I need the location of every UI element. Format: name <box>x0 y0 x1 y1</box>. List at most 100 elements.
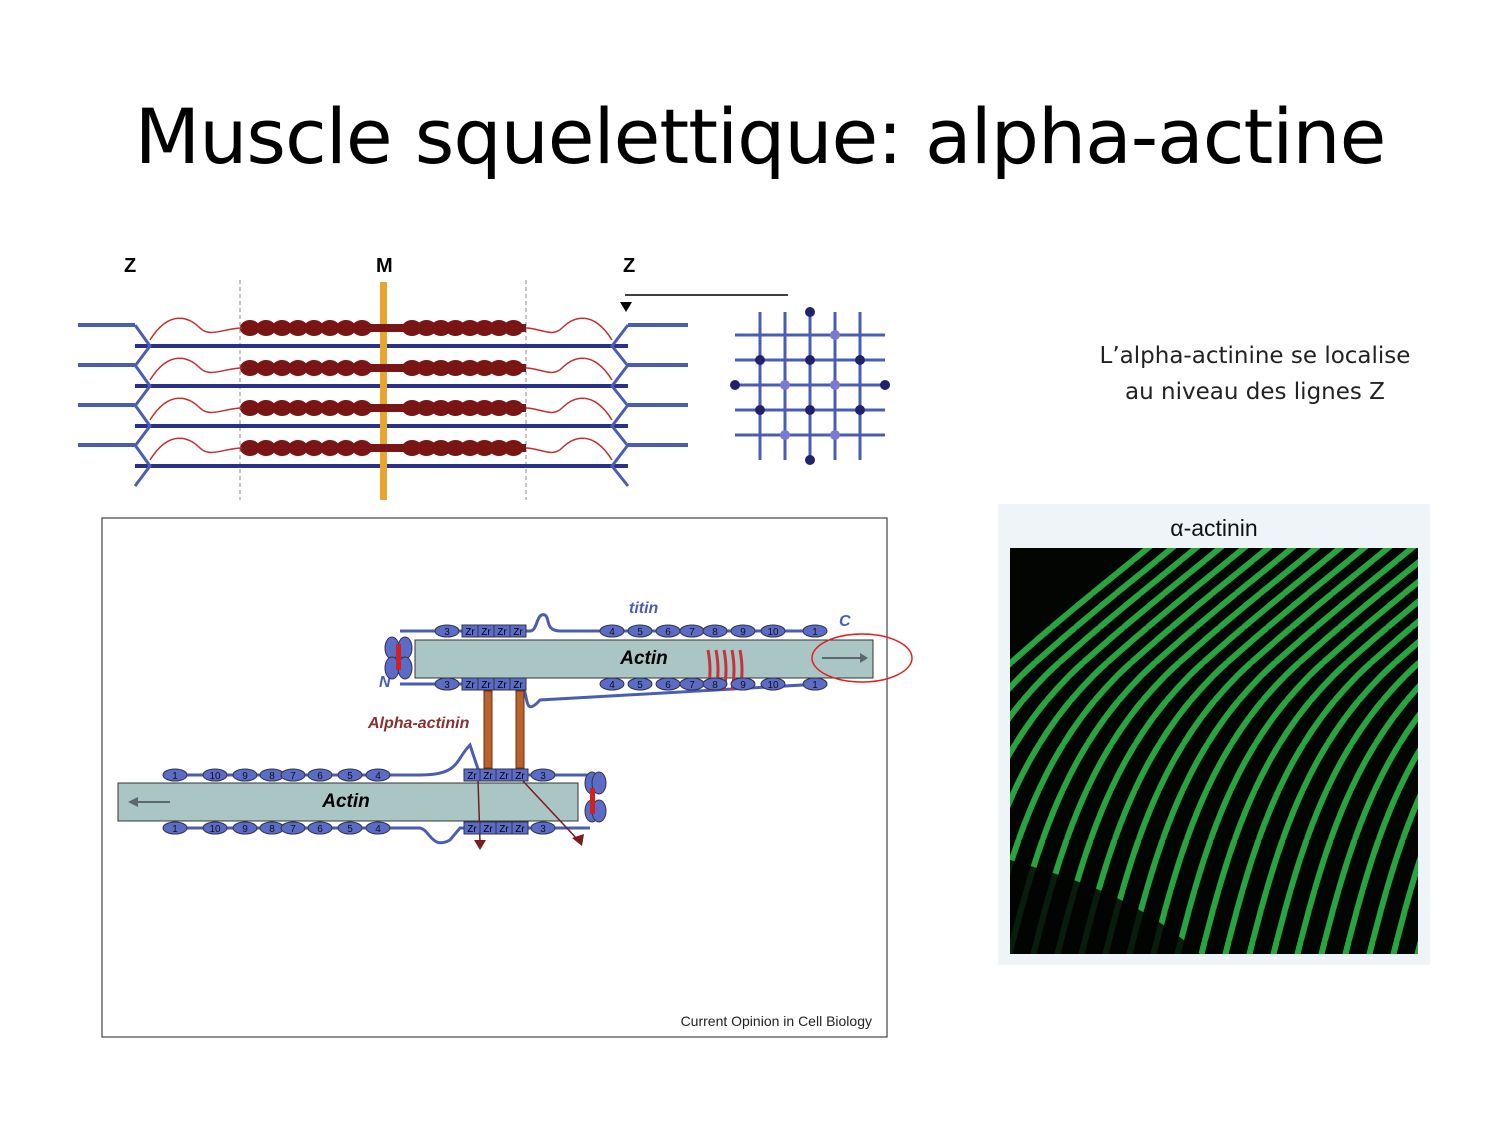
thick-filament <box>242 364 526 372</box>
alpha-actinin-rod <box>483 690 493 769</box>
z-disc-link <box>610 404 630 447</box>
titin-domain <box>627 624 653 638</box>
titin-domain <box>162 821 188 835</box>
zr-domain <box>509 624 527 638</box>
z-line-stripe <box>1102 548 1393 954</box>
n-terminal-domain <box>591 771 607 795</box>
figure-frame <box>101 517 888 1038</box>
thick-filament <box>242 444 526 452</box>
lattice-node <box>755 355 765 365</box>
titin-domain <box>434 624 460 638</box>
titin-domain-label: 7 <box>689 680 695 691</box>
actin-label-lower: Actin <box>321 791 370 812</box>
titin-strand <box>170 742 590 777</box>
z-repeat-link <box>590 788 595 814</box>
zr-label: Zr <box>515 771 525 782</box>
arrow-head <box>128 797 138 807</box>
titin-domain-label: 10 <box>209 824 221 835</box>
z-line-stripe <box>1010 548 1153 668</box>
titin-domain-label: 6 <box>317 771 323 782</box>
m-line-label: M <box>376 255 393 277</box>
arrow-down-right-icon <box>572 834 584 846</box>
titin-domain-label: 4 <box>375 824 381 835</box>
zr-label: Zr <box>467 771 477 782</box>
titin-domain-label: 6 <box>665 680 671 691</box>
micrograph-label: α-actinin <box>1170 515 1257 541</box>
z-disc-link <box>133 364 152 407</box>
z-disc-link <box>133 444 152 487</box>
titin-domain <box>702 677 728 691</box>
titin-spring <box>525 437 613 461</box>
titin-spring <box>525 317 613 341</box>
titin-domain-label: 4 <box>609 627 615 638</box>
slide-caption: L’alpha-actinine se localise au niveau d… <box>1060 338 1450 410</box>
titin-domain-label: 9 <box>242 771 248 782</box>
actin-label-upper: Actin <box>619 648 668 669</box>
titin-domain-label: 1 <box>812 680 818 691</box>
zr-domain <box>509 677 527 691</box>
z-line-stripes <box>1010 480 1500 960</box>
titin-domain <box>337 768 363 782</box>
titin-domain-label: 7 <box>689 627 695 638</box>
titin-spring <box>149 317 243 341</box>
z-line-stripe <box>1174 578 1418 954</box>
zr-label: Zr <box>515 824 525 835</box>
z-line-stripe <box>1078 548 1369 954</box>
titin-domain-label: 5 <box>637 680 643 691</box>
titin-domain <box>280 821 306 835</box>
titin-domain <box>760 677 786 691</box>
zr-label: Zr <box>481 680 491 691</box>
zr-label: Zr <box>499 771 509 782</box>
sarcomere-diagram: Z M Z <box>78 255 788 500</box>
dark-region <box>1010 860 1200 954</box>
z-line-stripe <box>1342 747 1418 954</box>
titin-domain <box>365 821 391 835</box>
zr-label: Zr <box>465 680 475 691</box>
z-line-stripe <box>1440 480 1500 960</box>
titin-domain-label: 5 <box>637 627 643 638</box>
lattice-node <box>855 355 865 365</box>
arrow-line <box>521 779 579 841</box>
titin-domain <box>202 768 228 782</box>
figure-credit: Current Opinion in Cell Biology <box>681 1013 872 1029</box>
lattice-node <box>780 380 790 390</box>
titin-domain-label: 4 <box>375 771 381 782</box>
titin-domain-label: 6 <box>317 824 323 835</box>
zr-label: Zr <box>483 771 493 782</box>
titin-domain-label: 1 <box>172 771 178 782</box>
titin-label: titin <box>629 600 659 617</box>
z-line-stripe <box>1294 683 1418 954</box>
titin-domain-label: 1 <box>812 627 818 638</box>
z-line-stripe <box>1246 638 1418 954</box>
zr-label: Zr <box>497 680 507 691</box>
n-terminus-label: N <box>379 674 391 691</box>
z-line-stripe <box>1270 659 1418 954</box>
caption-line-2: au niveau des lignes Z <box>1125 379 1385 405</box>
z-line-label-right: Z <box>623 255 635 277</box>
z-disc-link <box>610 364 630 407</box>
zr-label: Zr <box>481 627 491 638</box>
titin-domain-label: 10 <box>767 680 779 691</box>
lattice-node <box>730 380 740 390</box>
zr-label: Zr <box>499 824 509 835</box>
titin-spring <box>149 357 243 381</box>
titin-strand <box>170 826 590 845</box>
lattice-node <box>805 455 815 465</box>
titin-domain <box>599 677 625 691</box>
titin-domain-label: 10 <box>209 771 221 782</box>
zr-label: Zr <box>483 824 493 835</box>
actin-filament-lower <box>117 782 579 822</box>
z-line-stripe <box>1010 548 1225 760</box>
z-disc-link <box>610 444 630 487</box>
titin-domain-label: 9 <box>740 680 746 691</box>
z-line-stripe <box>1488 480 1500 960</box>
titin-spring <box>525 357 613 381</box>
zr-label: Zr <box>465 627 475 638</box>
thick-filament <box>242 324 526 332</box>
titin-domain-label: 8 <box>712 680 718 691</box>
titin-domain <box>730 677 756 691</box>
z-disc-link <box>133 324 152 367</box>
titin-strand <box>400 613 820 633</box>
caption-line-1: L’alpha-actinine se localise <box>1099 343 1411 369</box>
titin-domain <box>599 624 625 638</box>
